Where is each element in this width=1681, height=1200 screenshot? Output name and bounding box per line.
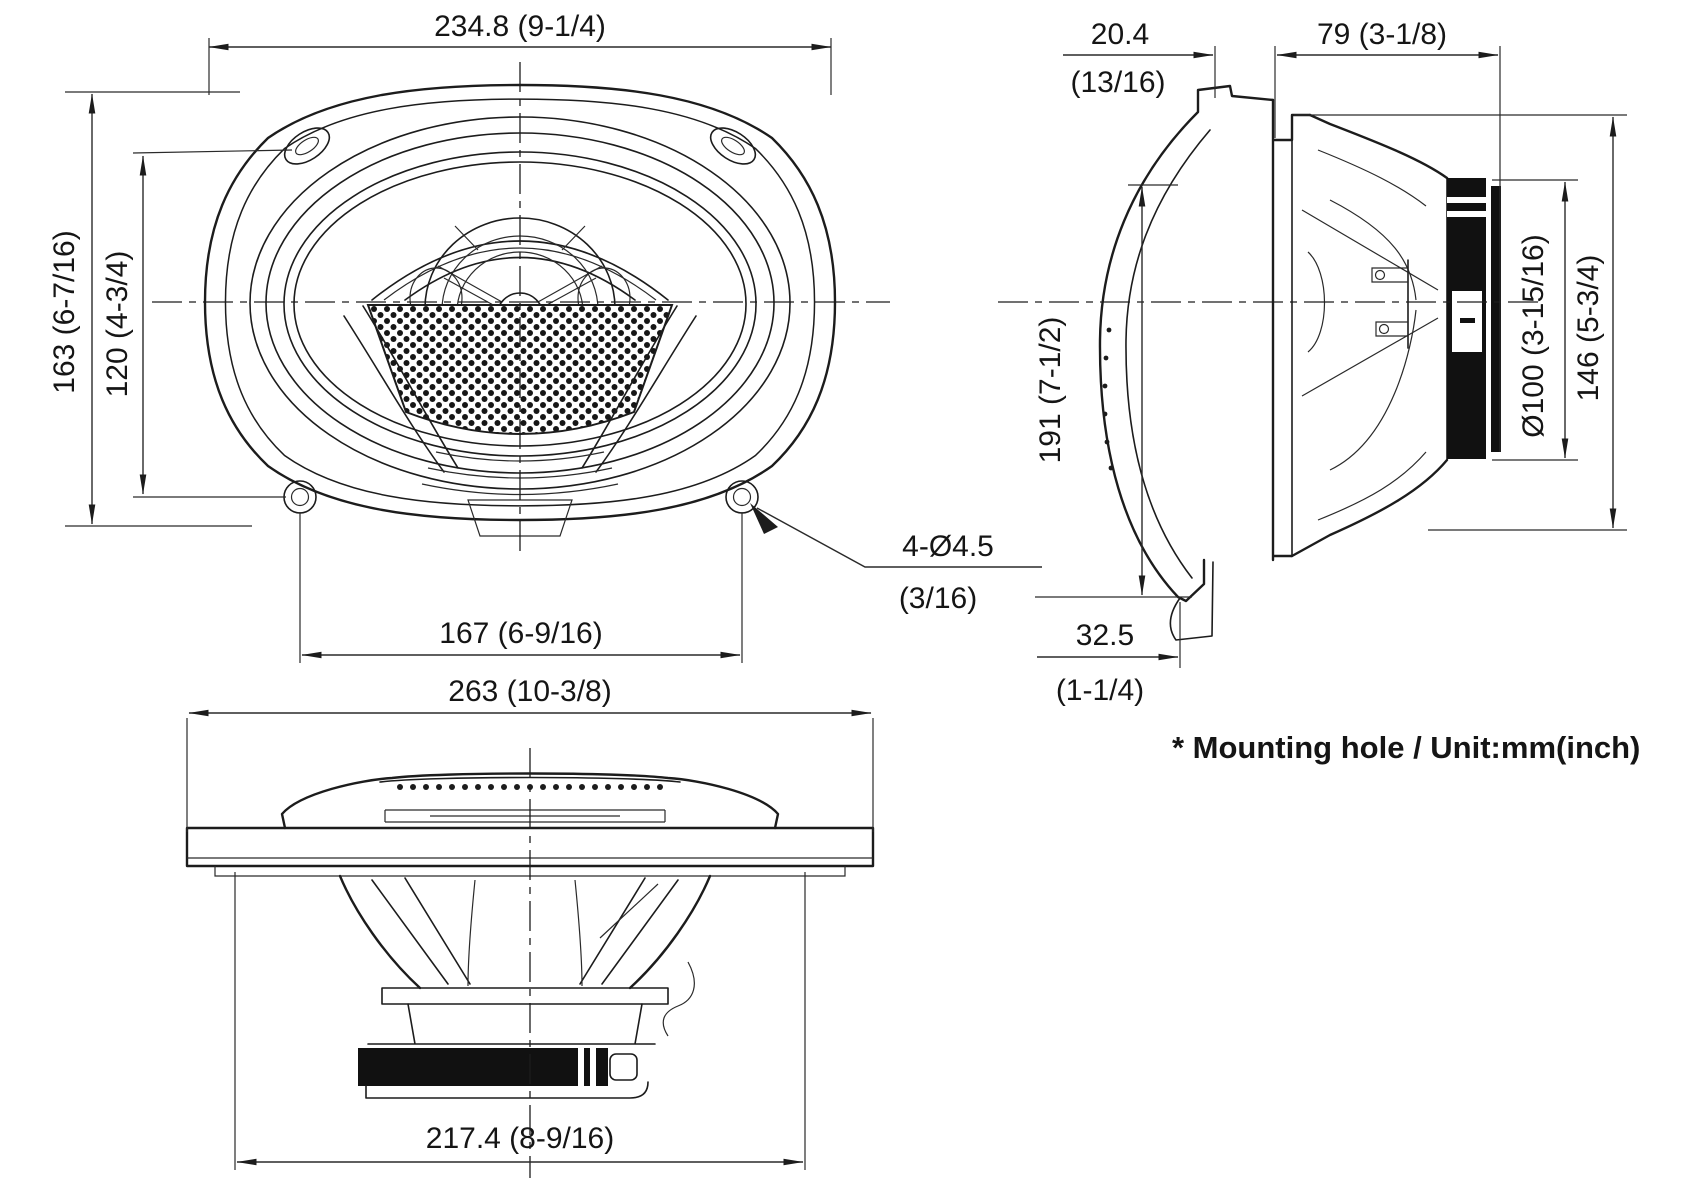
front-slot-top-right	[709, 127, 757, 165]
dim-side-rear-height: 146 (5-3/4)	[1572, 255, 1605, 402]
side-view	[998, 84, 1538, 641]
bottom-basket	[338, 874, 712, 1045]
dim-side-magnet-diameter: Ø100 (3-15/16)	[1517, 234, 1550, 437]
side-terminal-lugs	[1371, 259, 1409, 349]
dim-side-mounting-depth: 79 (3-1/8)	[1317, 18, 1447, 51]
unit-note: * Mounting hole / Unit:mm(inch)	[1172, 730, 1640, 765]
dim-front-hole-callout-inch: (3/16)	[899, 582, 977, 615]
dim-side-bottom-protrusion-inch: (1-1/4)	[1056, 674, 1144, 707]
dim-bottom-frame-width: 217.4 (8-9/16)	[426, 1122, 614, 1155]
dim-bottom-overall-width: 263 (10-3/8)	[448, 675, 611, 708]
bottom-view-dimensions: 263 (10-3/8) 217.4 (8-9/16)	[186, 675, 874, 1170]
dim-front-overall-width: 234.8 (9-1/4)	[434, 10, 606, 43]
front-view-dimensions: 234.8 (9-1/4) 163 (6-7/16) 120 (4-3/4) 1…	[48, 10, 1042, 663]
bottom-view	[185, 748, 875, 1178]
dim-side-grille-protrusion-mm: 20.4	[1091, 18, 1149, 51]
side-baffle-plate	[1271, 98, 1312, 562]
bottom-grille-perforations	[397, 784, 663, 790]
dim-front-cutout-height: 163 (6-7/16)	[48, 230, 81, 393]
front-slot-top-left	[283, 127, 331, 165]
dim-front-hole-callout: 4-Ø4.5	[902, 530, 994, 563]
dim-front-hole-spacing-vertical: 120 (4-3/4)	[101, 251, 134, 398]
side-grille-profile	[1098, 84, 1275, 603]
callout-leader-arrow	[750, 503, 778, 534]
side-grille-perforations	[1102, 327, 1114, 471]
dim-side-bottom-protrusion-mm: 32.5	[1076, 619, 1134, 652]
dim-side-frame-height: 191 (7-1/2)	[1034, 317, 1067, 464]
bottom-magnet	[358, 1048, 649, 1099]
side-view-dimensions: 20.4 (13/16) 79 (3-1/8) 191 (7-1/2) Ø100…	[1034, 18, 1627, 707]
front-view	[152, 62, 890, 558]
dim-front-hole-spacing-horizontal: 167 (6-9/16)	[439, 617, 602, 650]
front-flange-inner-outline	[224, 98, 816, 507]
side-basket	[1290, 113, 1449, 558]
dim-side-grille-protrusion-inch: (13/16)	[1070, 66, 1165, 99]
side-magnet	[1447, 178, 1501, 459]
